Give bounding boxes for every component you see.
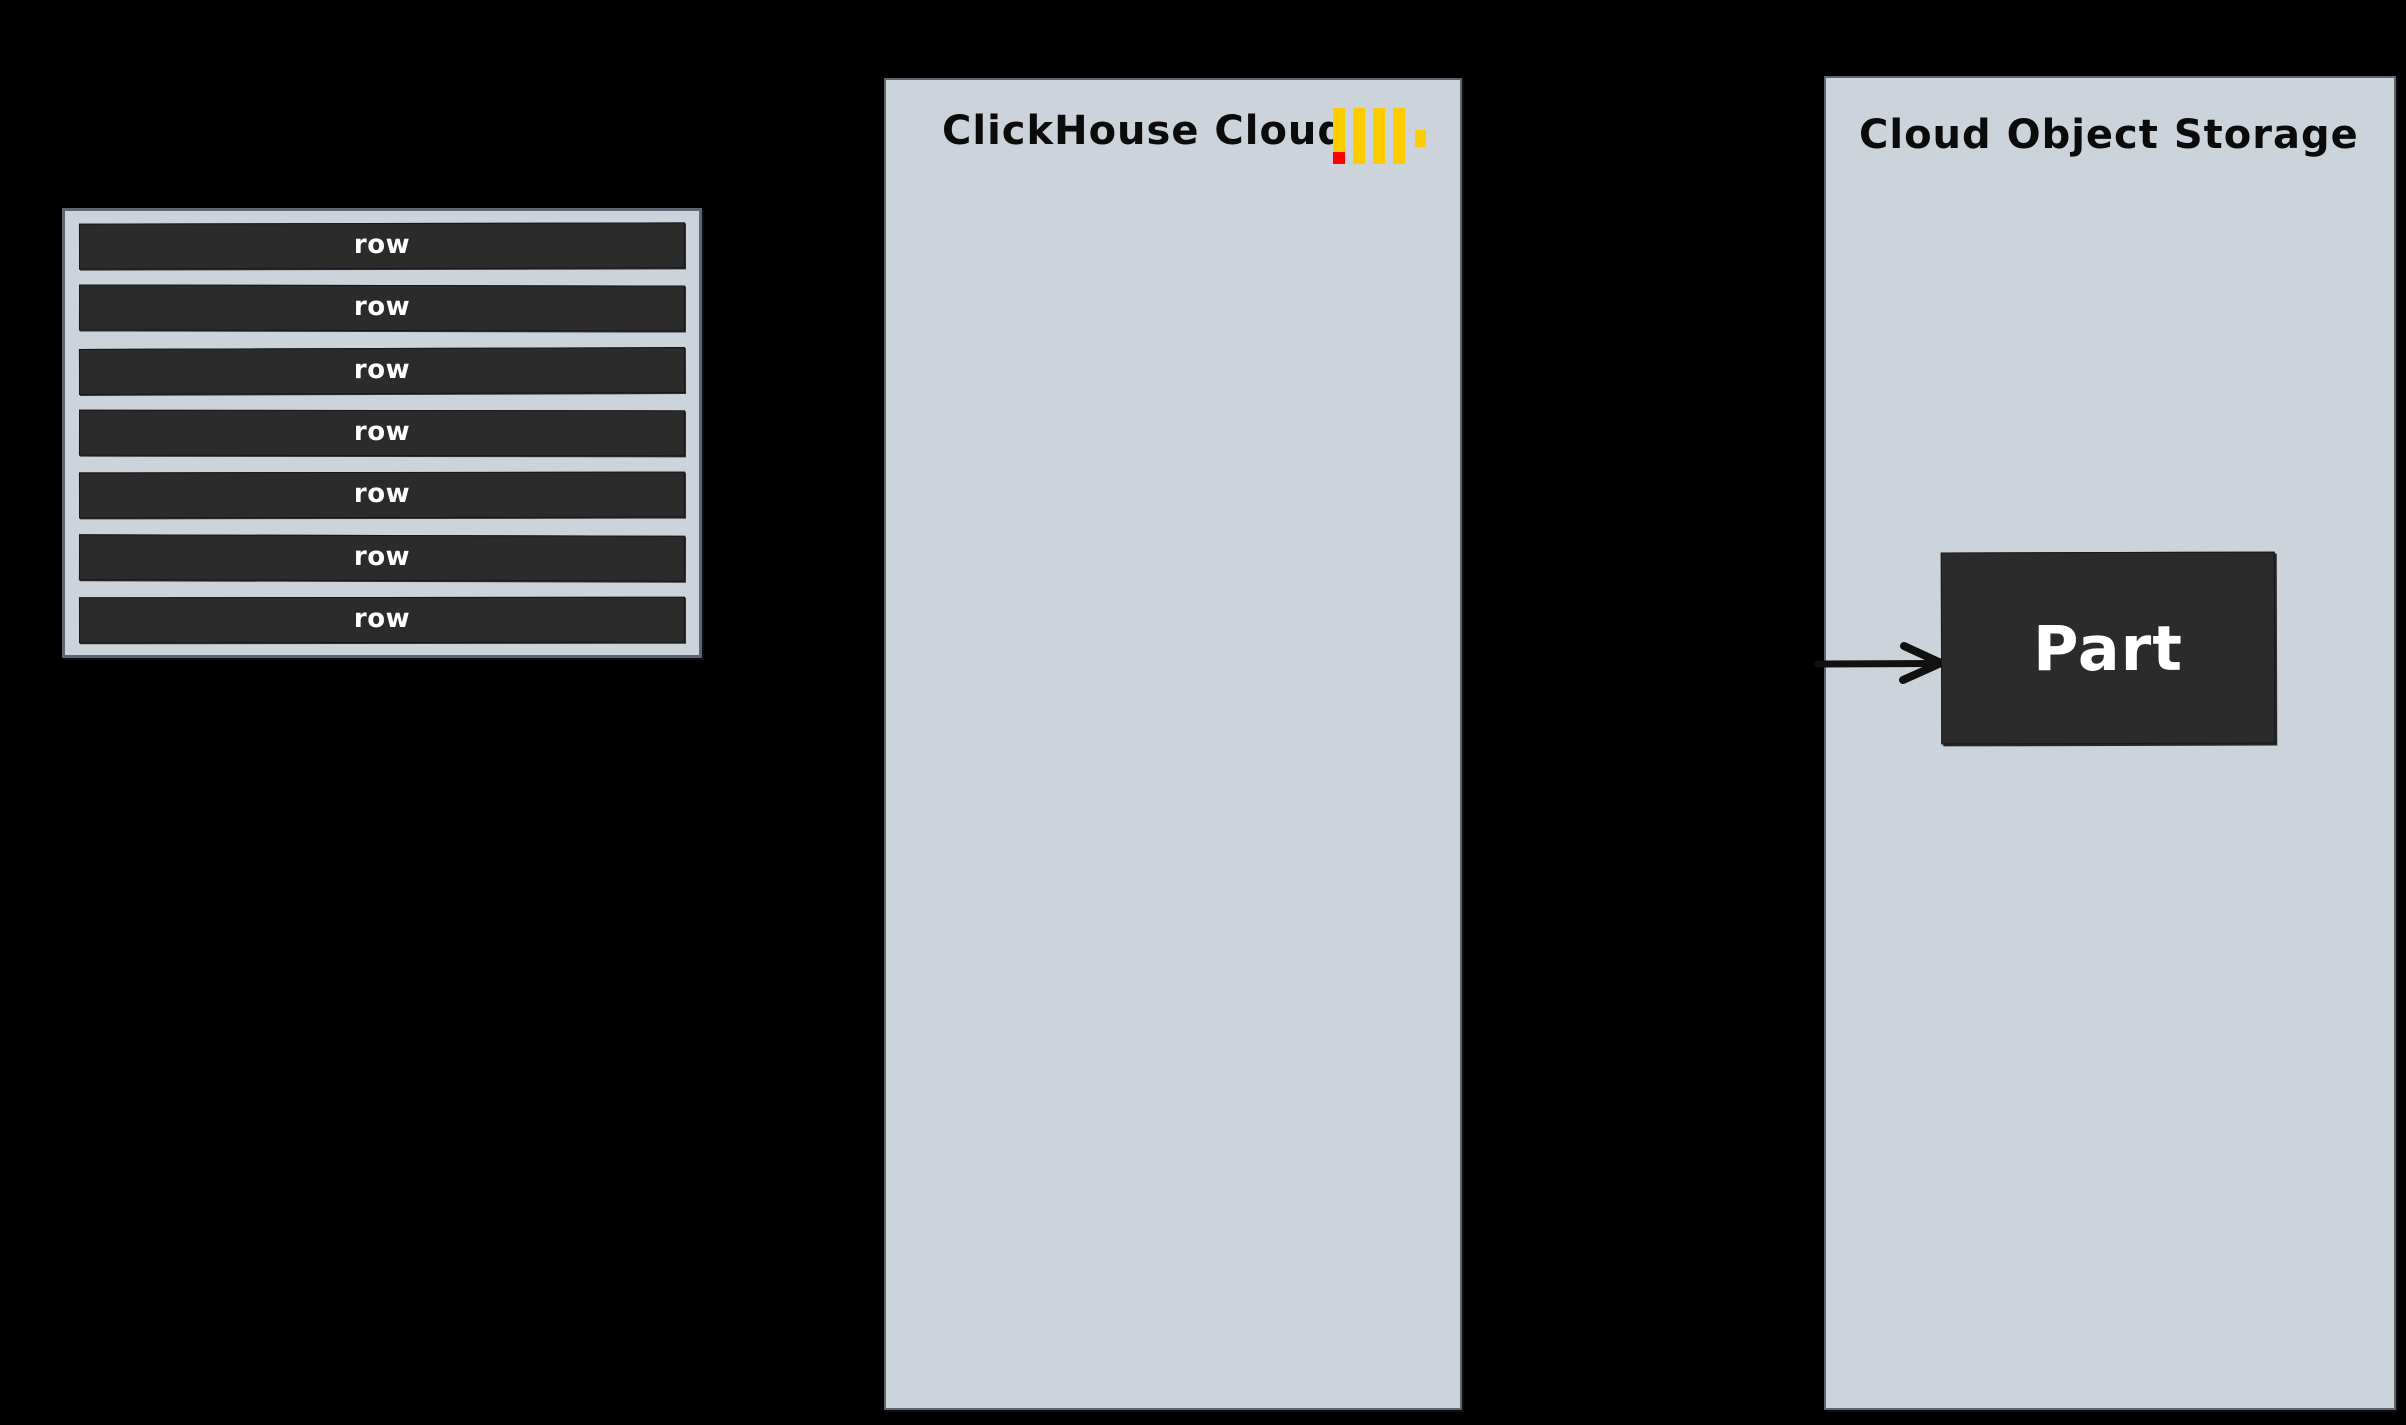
logo-bar-3: [1373, 108, 1385, 164]
part-box: Part: [1940, 551, 2276, 745]
table-row: row: [78, 284, 686, 332]
row-label: row: [353, 292, 411, 323]
logo-bar-2: [1353, 108, 1365, 164]
logo-bar-4: [1393, 108, 1405, 164]
row-label: row: [353, 416, 411, 448]
clickhouse-logo-icon: [1333, 108, 1426, 168]
part-label: Part: [2032, 611, 2184, 685]
table-row: row: [78, 596, 686, 644]
table-row: row: [78, 222, 686, 270]
logo-red-accent-icon: [1333, 152, 1345, 164]
row-label: row: [353, 479, 411, 510]
table-row: row: [78, 346, 686, 395]
logo-dash-icon: [1415, 130, 1426, 147]
row-label: row: [353, 603, 411, 634]
row-label: row: [353, 541, 411, 572]
rows-table: row row row row row row row: [62, 208, 702, 658]
row-label: row: [353, 354, 411, 385]
table-row: row: [78, 533, 686, 582]
clickhouse-cloud-panel: [884, 78, 1462, 1410]
table-row: row: [78, 409, 686, 457]
logo-bar-1: [1333, 108, 1345, 164]
clickhouse-cloud-title: ClickHouse Cloud: [942, 108, 1348, 154]
cloud-object-storage-title: Cloud Object Storage: [1859, 112, 2359, 158]
table-row: row: [78, 471, 686, 519]
row-label: row: [353, 229, 411, 261]
